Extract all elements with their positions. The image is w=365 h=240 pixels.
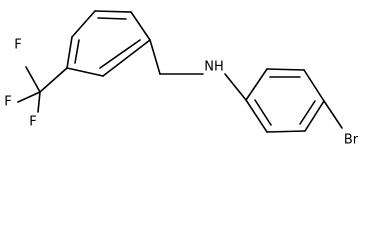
structure-diagram: F F F NH Br [4,10,359,148]
atom-label-f-bottom: F [29,115,36,130]
ring2-double-bond [254,99,272,126]
ring1-bond [66,36,73,69]
bond-c-f-top [25,66,41,93]
ring1-bond [71,10,96,38]
ring1-double-bond [97,17,127,20]
ring1-bond [130,11,151,41]
atom-label-f-left: F [4,95,11,110]
atom-label-f-top: F [14,38,21,53]
ring2-bond [266,68,305,71]
benzyl-amine-linker [149,39,247,101]
ring1-bond [66,67,104,77]
ring1-double-bond [74,39,80,64]
atom-label-br: Br [344,133,359,148]
ring2-bond [266,130,306,133]
ring1-bond [102,39,151,77]
ring2-bond [245,68,268,101]
ring2-double-bond [299,100,316,125]
bond-c-f-left [17,91,41,103]
ring2-bond [304,100,325,132]
bond-cf3-ring [39,67,68,93]
ring2-bond [303,69,325,102]
bond-ring-ch2 [149,39,161,75]
ring1-bond [94,10,132,13]
bond-ring-br [323,100,343,129]
cf3-group [17,66,68,113]
bond-n-ring [224,73,247,101]
ring1-double-bond [99,39,141,69]
atom-label-nh: NH [204,60,224,75]
left-benzene-ring [66,10,151,77]
right-benzene-ring [245,68,343,133]
ring2-bond [245,99,268,133]
bond-c-f-bottom [37,91,41,113]
